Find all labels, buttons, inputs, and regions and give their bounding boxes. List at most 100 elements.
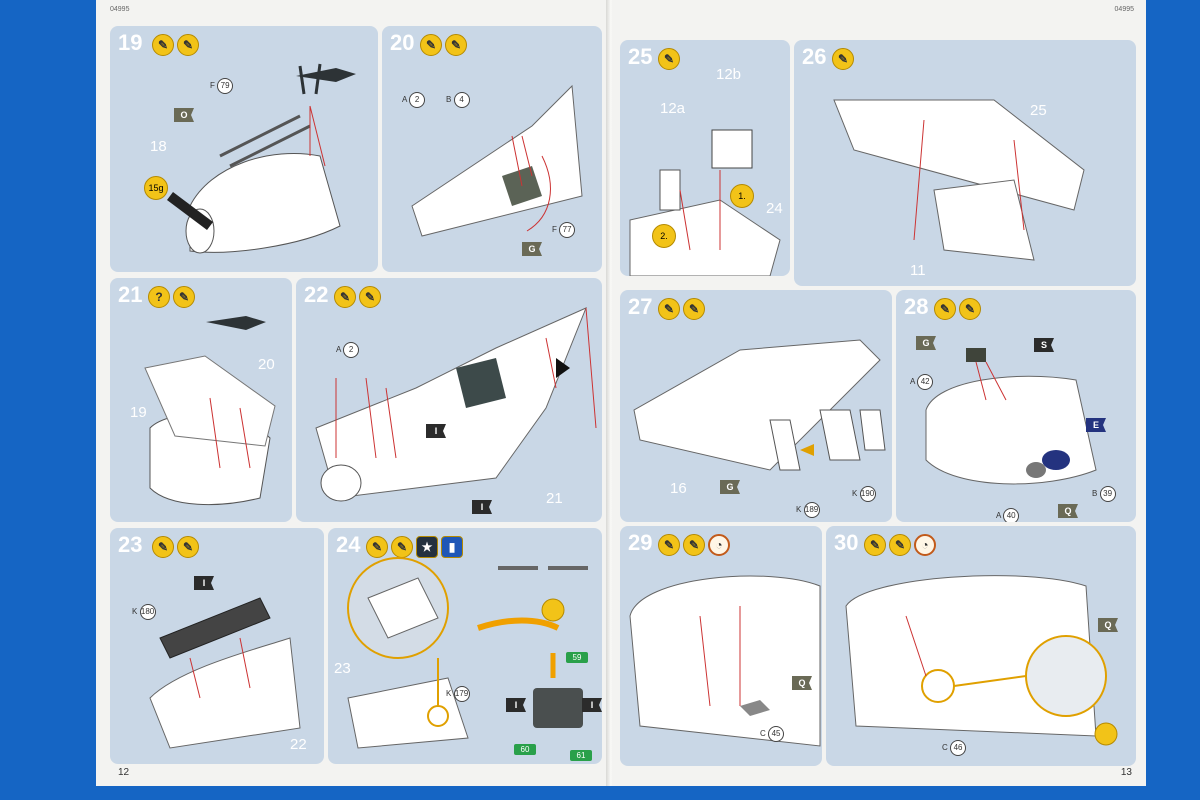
part-number: 189 bbox=[803, 502, 820, 518]
glue-icon: ✎ bbox=[152, 34, 174, 56]
step-21-panel: 21 ?✎ 19 20 bbox=[110, 278, 292, 522]
step-25-drawing bbox=[629, 129, 781, 276]
glue-icon: ✎ bbox=[334, 286, 356, 308]
cement-icon: ✎ bbox=[177, 34, 199, 56]
part-callout: K 190 bbox=[852, 486, 876, 502]
step-number: 19 bbox=[118, 30, 143, 55]
part-callout: B 39 bbox=[1092, 486, 1116, 502]
part-label: 22 bbox=[290, 736, 307, 753]
part-callout: A 42 bbox=[910, 374, 934, 390]
part-label: 11 bbox=[910, 262, 926, 279]
help-icon: ? bbox=[148, 286, 170, 308]
sprue-letter: K bbox=[446, 689, 452, 698]
part-callout: C 46 bbox=[942, 740, 967, 756]
step-29-drawing bbox=[629, 575, 821, 747]
part-number: 4 bbox=[453, 92, 470, 108]
color-flag: I bbox=[426, 424, 446, 438]
drying-time-icon: ◔ bbox=[708, 534, 730, 556]
paint-code: 60 bbox=[514, 744, 536, 755]
step-number: 28 bbox=[904, 294, 929, 319]
right-page: 04995 25 ✎ 12b 12a 24 1. 2. 26 ✎ bbox=[612, 0, 1146, 786]
step-19-drawing bbox=[167, 63, 356, 254]
cement-icon: ✎ bbox=[445, 34, 467, 56]
page-number-left: 12 bbox=[118, 767, 130, 778]
part-number: 179 bbox=[453, 686, 470, 702]
step-number: 25 bbox=[628, 44, 653, 69]
step-number: 23 bbox=[118, 532, 143, 557]
part-number: 2 bbox=[409, 92, 426, 108]
step-28-drawing bbox=[925, 348, 1097, 485]
step-26-drawing bbox=[833, 99, 1085, 261]
sprue-letter: K bbox=[132, 607, 138, 616]
sprue-letter: C bbox=[760, 729, 766, 738]
step-number: 21 bbox=[118, 282, 143, 307]
paint-code: 59 bbox=[566, 652, 588, 663]
glue-icon: ✎ bbox=[864, 534, 886, 556]
part-label: 25 bbox=[1030, 102, 1047, 119]
step-number: 29 bbox=[628, 530, 653, 555]
color-flag: I bbox=[582, 698, 602, 712]
part-label: 20 bbox=[258, 356, 275, 373]
part-number: 45 bbox=[768, 726, 785, 742]
sprue-letter: A bbox=[336, 345, 341, 354]
part-number: 46 bbox=[950, 740, 967, 756]
step-22-panel: 22 ✎✎ 21 A 2 I I bbox=[296, 278, 602, 522]
sprue-letter: C bbox=[942, 743, 948, 752]
step-order-badge: 2. bbox=[652, 224, 676, 248]
part-number: 79 bbox=[217, 78, 234, 94]
sprue-letter: A bbox=[996, 511, 1001, 520]
part-number: 180 bbox=[139, 604, 156, 620]
step-23-panel: 23 ✎✎ 22 K 180 I bbox=[110, 528, 324, 764]
glue-icon: ✎ bbox=[934, 298, 956, 320]
step-27-panel: 27 ✎✎ 16 K 189 K 190 G bbox=[620, 290, 892, 522]
color-flag: Q bbox=[1098, 618, 1118, 632]
part-callout: A 40 bbox=[996, 508, 1020, 522]
glue-icon: ✎ bbox=[832, 48, 854, 70]
step-24-drawing bbox=[347, 557, 588, 749]
step-number: 24 bbox=[336, 532, 361, 557]
glue-icon: ✎ bbox=[658, 298, 680, 320]
drying-time-icon: ◔ bbox=[914, 534, 936, 556]
part-label: 23 bbox=[334, 660, 351, 677]
cement-icon: ✎ bbox=[683, 298, 705, 320]
step-number: 26 bbox=[802, 44, 827, 69]
part-callout: K 189 bbox=[796, 502, 820, 518]
part-number: 77 bbox=[559, 222, 576, 238]
step-29-panel: 29 ✎✎◔ C 45 Q bbox=[620, 526, 822, 766]
step-number: 30 bbox=[834, 530, 859, 555]
step-19-panel: 19 ✎✎ 18 F 79 O 15g bbox=[110, 26, 378, 272]
decal-icon: ★ bbox=[416, 536, 438, 558]
part-callout: F 79 bbox=[210, 78, 234, 94]
part-callout: B 4 bbox=[446, 92, 470, 108]
step-20-panel: 20 ✎✎ A 2 B 4 F 77 G bbox=[382, 26, 602, 272]
step-21-drawing bbox=[144, 316, 276, 505]
left-page: 04995 19 ✎✎ 18 F 79 O 15g 20 ✎✎ bbox=[96, 0, 610, 786]
part-callout: A 2 bbox=[402, 92, 426, 108]
doc-code: 04995 bbox=[1114, 6, 1134, 13]
part-callout: C 45 bbox=[760, 726, 785, 742]
page-number-right: 13 bbox=[1120, 767, 1132, 778]
part-label: 19 bbox=[130, 404, 147, 421]
sprue-letter: F bbox=[552, 225, 557, 234]
color-flag: Q bbox=[1058, 504, 1078, 518]
cement-icon: ✎ bbox=[889, 534, 911, 556]
cement-icon: ✎ bbox=[177, 536, 199, 558]
step-23-drawing bbox=[149, 597, 301, 749]
step-number: 20 bbox=[390, 30, 415, 55]
cement-icon: ✎ bbox=[683, 534, 705, 556]
color-flag: Q bbox=[792, 676, 812, 690]
color-flag: S bbox=[1034, 338, 1054, 352]
color-flag: I bbox=[472, 500, 492, 514]
glue-icon: ✎ bbox=[420, 34, 442, 56]
color-flag: G bbox=[720, 480, 740, 494]
step-28-panel: 28 ✎✎ A 42 A 40 B 39 G S E Q bbox=[896, 290, 1136, 522]
step-27-drawing bbox=[633, 339, 886, 471]
part-label: 16 bbox=[670, 480, 687, 497]
sprue-letter: K bbox=[796, 505, 802, 514]
part-label: 18 bbox=[150, 138, 167, 155]
step-20-drawing bbox=[411, 84, 583, 237]
part-label: 24 bbox=[766, 200, 783, 217]
step-order-badge: 1. bbox=[730, 184, 754, 208]
step-24-panel: 24 ✎✎★▮ 23 K 179 I I 59 60 61 bbox=[328, 528, 602, 764]
color-flag: G bbox=[916, 336, 936, 350]
